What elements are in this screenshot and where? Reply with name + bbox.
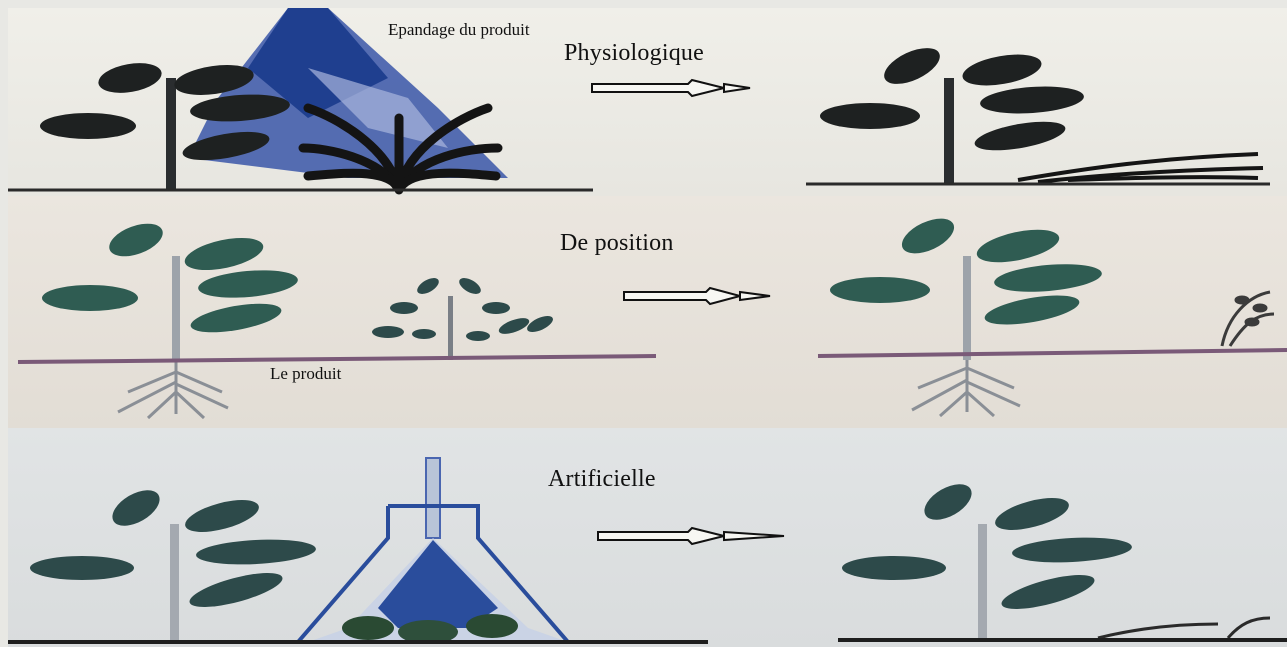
panel-3-illustration	[8, 428, 1287, 647]
wilted-weed-icon	[1018, 154, 1263, 182]
wilted-weed-icon	[1098, 618, 1270, 638]
plant-icon	[30, 483, 317, 640]
arrow-icon	[592, 80, 750, 96]
panel-1-illustration	[8, 8, 1287, 196]
roots-icon	[118, 362, 228, 418]
wilted-weed-icon	[1222, 292, 1274, 346]
arrow-icon	[624, 288, 770, 304]
roots-icon	[912, 360, 1020, 416]
arrow-icon	[598, 528, 784, 544]
weed-plant-icon	[372, 275, 555, 360]
label-product-spreading: Epandage du produit	[388, 20, 548, 40]
plant-icon	[42, 217, 299, 362]
panel-title-position: De position	[560, 230, 674, 257]
label-product: Le produit	[270, 364, 341, 384]
panel-title-artificial: Artificielle	[548, 466, 656, 493]
plant-icon	[842, 477, 1133, 640]
panel-title-physiological: Physiologique	[564, 40, 704, 67]
plant-icon	[820, 41, 1085, 184]
plant-icon	[830, 211, 1103, 360]
weed-plant-icon	[303, 108, 498, 190]
panel-artificial: Artificielle	[8, 428, 1287, 647]
dome-sprayer-icon	[298, 458, 568, 644]
panel-physiological: Physiologique Epandage du produit	[8, 8, 1287, 196]
panel-position: De position Le produit	[8, 196, 1287, 428]
